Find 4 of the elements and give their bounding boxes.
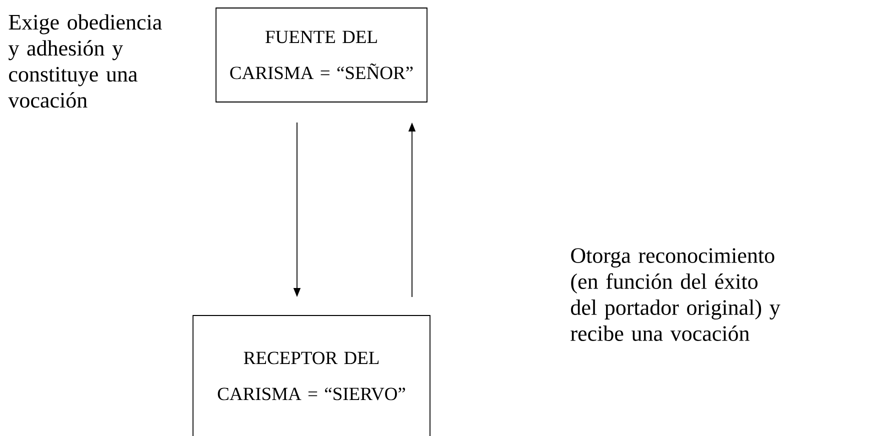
text-box: RECEPTOR DEL CARISMA = “SIERVO” bbox=[192, 315, 430, 436]
side-note: Otorga reconocimiento (en función del éxito del portador original) y recibe una vocación bbox=[570, 248, 780, 341]
side-note: Exige obediencia y adhesión y constituye una vocación bbox=[8, 14, 162, 108]
text-box: FUENTE DEL CARISMA = “SEÑOR” bbox=[216, 8, 428, 102]
